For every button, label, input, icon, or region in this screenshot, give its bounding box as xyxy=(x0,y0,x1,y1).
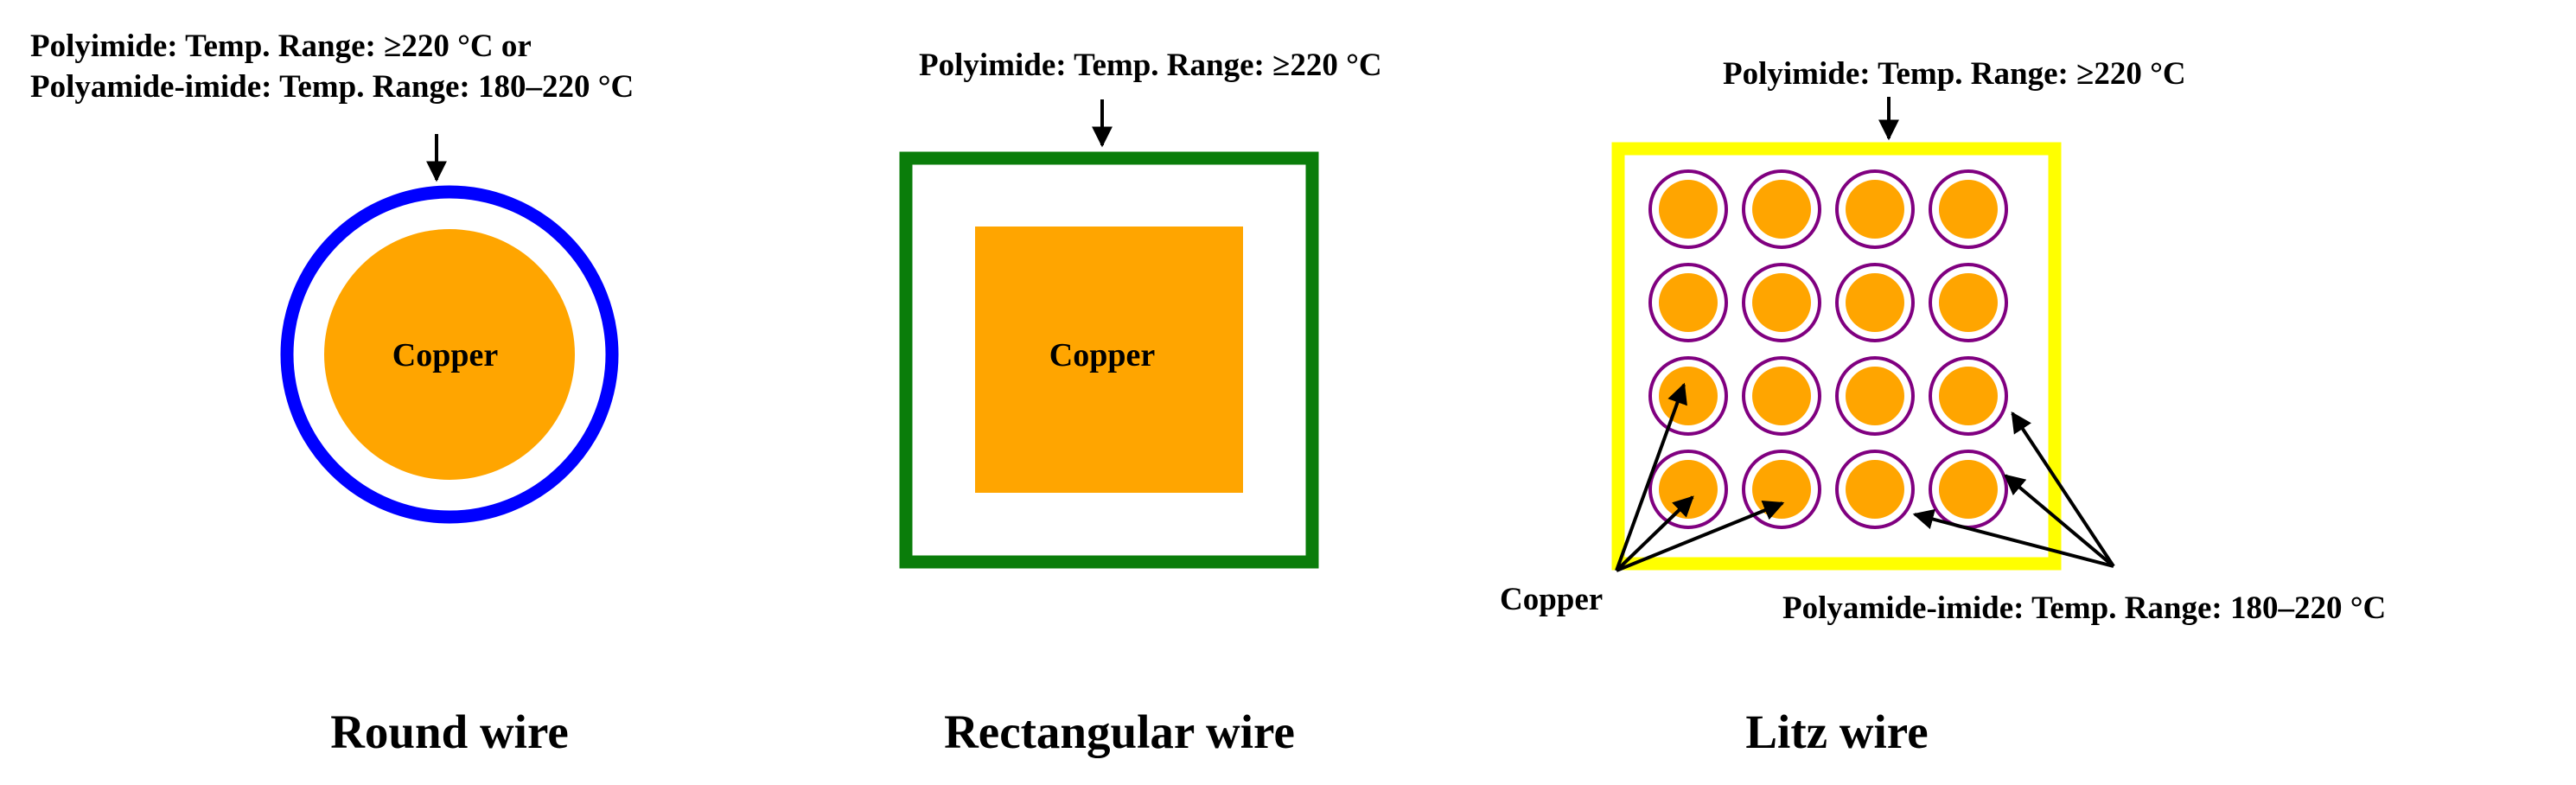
round-wire-copper-label: Copper xyxy=(392,337,499,373)
litz-strand-copper xyxy=(1752,367,1811,425)
litz-strand-copper xyxy=(1752,460,1811,519)
litz-strand-copper xyxy=(1659,367,1718,425)
rectangular-wire-label: Polyimide: Temp. Range: ≥220 °C xyxy=(919,48,1382,83)
rectangular-wire-copper-core xyxy=(975,227,1243,493)
litz-strand-copper xyxy=(1752,180,1811,239)
litz-strand-copper xyxy=(1659,180,1718,239)
round-wire-copper-core xyxy=(324,229,575,480)
litz-strand-copper xyxy=(1659,273,1718,332)
litz-strand-copper xyxy=(1752,273,1811,332)
litz-strand-copper xyxy=(1659,460,1718,519)
litz-strand-copper xyxy=(1846,180,1904,239)
litz-wire-caption: Litz wire xyxy=(1745,705,1928,758)
litz-strand-copper xyxy=(1846,367,1904,425)
litz-strand-copper xyxy=(1939,367,1998,425)
strand-insulation-arrow-3 xyxy=(1912,508,2114,568)
litz-strand-grid xyxy=(1648,169,2008,529)
round-wire-group: Polyimide: Temp. Range: ≥220 °C or Polya… xyxy=(30,29,634,758)
round-wire-caption: Round wire xyxy=(330,705,569,758)
litz-strand-insulation-label: Polyamide-imide: Temp. Range: 180–220 °C xyxy=(1782,590,2386,626)
strand-insulation-arrow-2 xyxy=(2004,474,2115,568)
litz-strand-copper xyxy=(1846,273,1904,332)
rectangular-wire-caption: Rectangular wire xyxy=(944,705,1295,758)
litz-wire-group: Polyimide: Temp. Range: ≥220 °C Copper P… xyxy=(1500,56,2386,758)
rectangular-wire-group: Polyimide: Temp. Range: ≥220 °C Copper R… xyxy=(899,48,1382,758)
litz-copper-label: Copper xyxy=(1500,582,1603,617)
copper-arrow-3 xyxy=(1616,501,1785,572)
round-wire-label-line1: Polyimide: Temp. Range: ≥220 °C or xyxy=(30,29,532,64)
copper-arrow-1 xyxy=(1615,382,1687,571)
litz-strand-copper xyxy=(1939,180,1998,239)
rectangular-wire-copper-label: Copper xyxy=(1049,337,1156,373)
round-wire-label-line2: Polyamide-imide: Temp. Range: 180–220 °C xyxy=(30,69,634,105)
litz-strand-copper xyxy=(1939,460,1998,519)
copper-arrow-2 xyxy=(1615,495,1694,572)
litz-strand-copper xyxy=(1939,273,1998,332)
litz-strand-copper xyxy=(1846,460,1904,519)
strand-insulation-arrow-1 xyxy=(2011,411,2115,568)
litz-wire-label: Polyimide: Temp. Range: ≥220 °C xyxy=(1723,56,2186,92)
